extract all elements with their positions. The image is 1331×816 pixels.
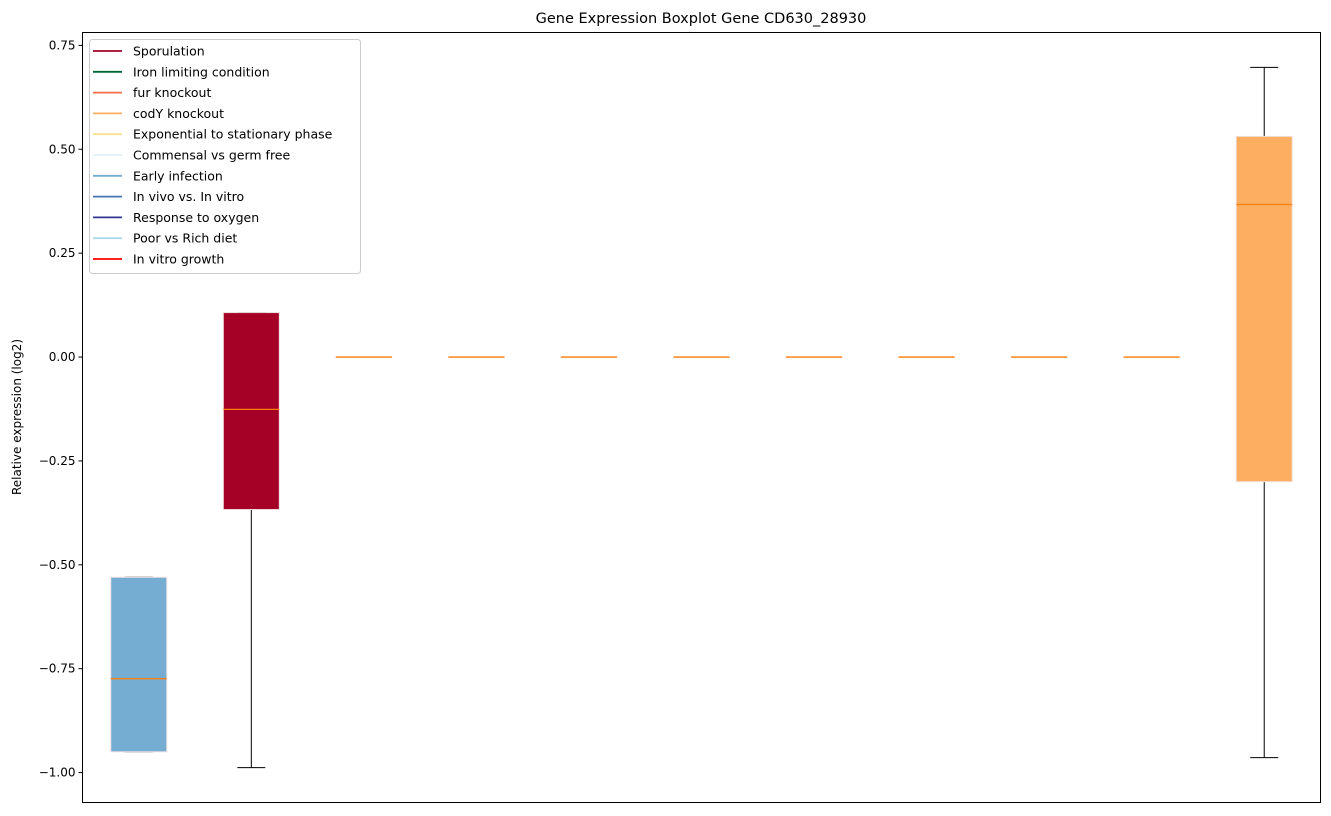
y-tick-label: 0.50 [49,142,76,156]
legend-label: In vivo vs. In vitro [133,189,244,204]
box-iqr [110,576,168,753]
box-11 [1235,66,1293,759]
legend-label: Sporulation [133,44,205,59]
y-tick-label: −0.75 [39,662,76,676]
box-10 [1123,356,1181,359]
box-2 [222,312,280,769]
box-6 [673,356,730,359]
legend-label: In vitro growth [133,252,224,267]
chart-title: Gene Expression Boxplot Gene CD630_28930 [536,11,867,27]
legend-label: Commensal vs germ free [133,148,290,163]
box-iqr [1235,135,1293,483]
legend-label: Early infection [133,168,223,183]
y-tick-label: 0.25 [49,246,76,260]
box-8 [898,356,956,359]
plot-frame [82,32,1321,803]
legend-label: Poor vs Rich diet [133,231,237,246]
y-tick-label: −1.00 [39,766,76,780]
legend-label: codY knockout [133,106,224,121]
y-tick-label: 0.75 [49,38,76,52]
box-iqr [222,312,280,511]
y-axis-label: Relative expression (log2) [10,339,24,495]
legend-label: Iron limiting condition [133,64,270,79]
box-7 [785,356,843,359]
box-5 [560,356,618,359]
legend-label: fur knockout [133,85,211,100]
box-3 [335,356,393,359]
y-tick-label: −0.25 [39,454,76,468]
box-9 [1010,356,1068,359]
legend-label: Exponential to stationary phase [133,127,333,142]
legend-frame [89,39,361,274]
y-tick-label: −0.50 [39,558,76,572]
box-1 [110,576,168,753]
box-4 [447,356,505,359]
legend-label: Response to oxygen [133,210,259,225]
y-tick-label: 0.00 [49,350,76,364]
